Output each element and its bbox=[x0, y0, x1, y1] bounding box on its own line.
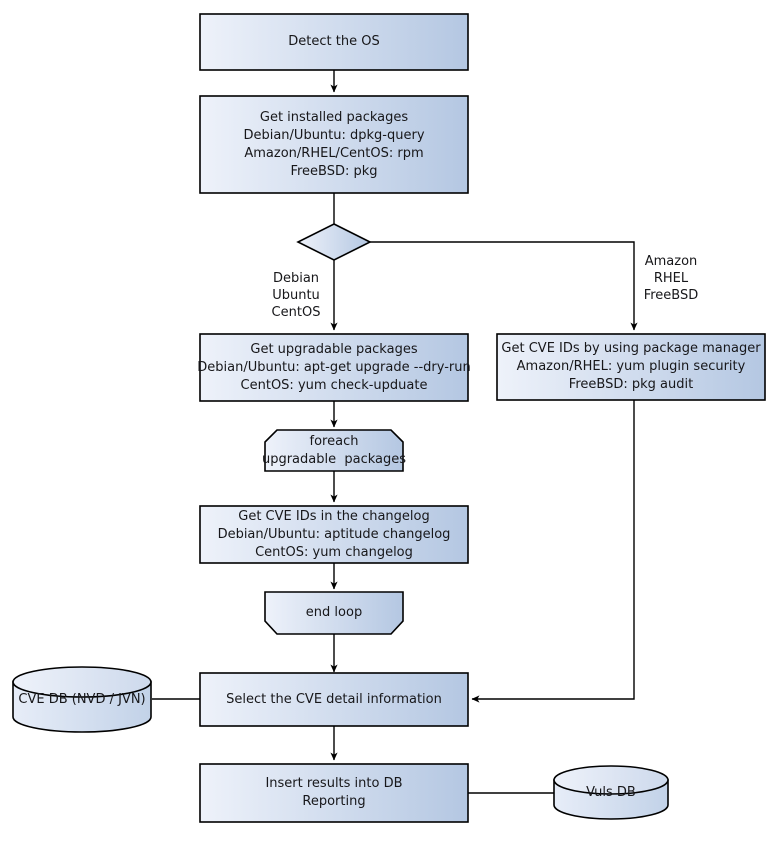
node-shape-insert-results[interactable] bbox=[199, 763, 469, 823]
node-shape-get-cve-changelog[interactable] bbox=[199, 505, 469, 564]
node-shape-get-cve-pkgmgr[interactable] bbox=[496, 333, 766, 401]
node-shape-get-upgradable[interactable] bbox=[199, 333, 469, 402]
edge-decision-to-get-cve-pkgmgr bbox=[369, 241, 638, 331]
node-label-vuls-db: Vuls DB bbox=[586, 785, 636, 800]
node-shape-end-loop[interactable] bbox=[264, 591, 404, 635]
edge-label-branch-right: Amazon RHEL FreeBSD bbox=[643, 254, 699, 303]
node-shape-get-installed[interactable] bbox=[199, 95, 469, 194]
edge-get-cve-pkgmgr-to-select-cve-detail bbox=[471, 400, 635, 703]
node-shape-select-cve-detail[interactable] bbox=[199, 672, 469, 727]
edge-label-branch-left: Debian Ubuntu CentOS bbox=[271, 271, 321, 320]
node-label-cve-db: CVE DB (NVD / JVN) bbox=[18, 692, 146, 707]
node-shape-vuls-db[interactable] bbox=[553, 765, 669, 820]
node-shape-cve-db[interactable] bbox=[12, 666, 152, 733]
node-shape-detect-os[interactable] bbox=[199, 13, 469, 71]
connectors-group bbox=[152, 70, 638, 794]
node-shape-os-decision[interactable] bbox=[296, 223, 372, 261]
node-shape-foreach-loop-start[interactable] bbox=[264, 429, 404, 472]
